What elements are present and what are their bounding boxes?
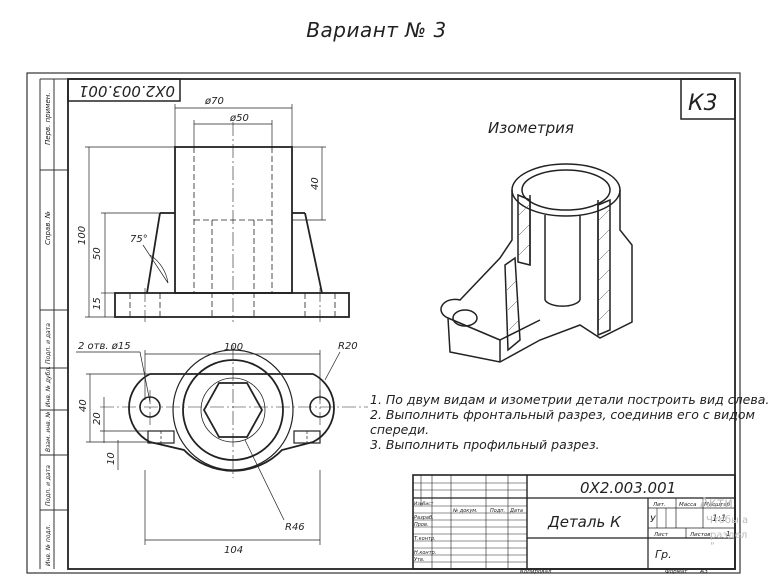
tb-format-value: А3 [699, 568, 708, 575]
stamp-sprav: Справ. № [44, 211, 52, 245]
dim-15-front: 15 [92, 297, 103, 310]
tb-sheet: Лист [653, 532, 669, 538]
tb-utv: Утв. [414, 557, 425, 563]
instructions: 1. По двум видам и изометрии детали пост… [370, 392, 769, 452]
tb-data: Дата [509, 508, 523, 514]
instruction-3: 3. Выполнить профильный разрез. [370, 437, 600, 452]
stamp-podp2: Подп. и дата [45, 465, 52, 506]
stamp-perv: Перв. примен. [44, 92, 52, 145]
tb-list: Лист [421, 501, 434, 507]
dim-100-front: 100 [77, 226, 88, 245]
isometric-hatch [506, 204, 610, 331]
tb-lit: Лит. [652, 502, 666, 508]
tb-razrab: Разраб. [414, 515, 434, 521]
corner-box [680, 78, 736, 120]
instruction-2: 2. Выполнить фронтальный разрез, соедини… [370, 407, 755, 422]
angle-75: 75° [130, 234, 148, 245]
instruction-2-cont: спереди. [370, 422, 430, 437]
tb-izm: Изм. [414, 501, 425, 507]
dim-10-top: 10 [106, 452, 117, 465]
title-block [412, 474, 736, 570]
tb-prov: Пров. [414, 522, 429, 528]
overlay-line-2: Чтобы а [706, 515, 749, 526]
code-box [67, 78, 181, 102]
variant-title: Вариант № 3 [306, 18, 447, 42]
dim-40-top: 40 [78, 399, 89, 412]
front-view [85, 104, 350, 322]
tb-designation: 0Х2.003.001 [580, 479, 676, 497]
tb-sheets-value: 1 [726, 530, 730, 538]
instruction-1: 1. По двум видам и изометрии детали пост… [370, 392, 769, 407]
dim-r20: R20 [338, 341, 358, 352]
code-rotated: 0Х2.003.001 [79, 82, 175, 100]
tb-group: Гр. [655, 548, 672, 561]
tb-sheets: Листов [689, 532, 711, 538]
dim-r46: R46 [285, 522, 305, 533]
dim-100-top: 100 [224, 342, 243, 353]
dim-20-top: 20 [92, 412, 103, 425]
isometric-view [440, 163, 633, 363]
dim-d70: ø70 [204, 96, 224, 107]
dim-104: 104 [224, 545, 243, 556]
tb-part-name: Деталь К [547, 513, 622, 531]
stamp-podl: Инв. № подл. [45, 525, 52, 566]
corner-label: К3 [688, 91, 718, 116]
drawing-sheet: Перв. примен. Справ. № Подп. и дата Инв.… [26, 72, 741, 575]
tb-scale: Масштаб [704, 502, 731, 508]
tb-tkontr: Т.контр. [414, 536, 436, 542]
outer-frame [26, 72, 741, 574]
tb-mass: Масса [679, 502, 697, 508]
tb-lit-value: У [650, 515, 656, 525]
dim-d50: ø50 [229, 113, 249, 124]
stamp-vzam: Взам. инв. № [45, 411, 52, 452]
tb-copied: Копировал [520, 569, 552, 575]
dim-50-front: 50 [92, 247, 103, 260]
overlay-line-3: раздел " [710, 530, 748, 552]
stamp-dubl: Инв. № дубл. [45, 366, 52, 407]
tb-podp: Подп. [490, 508, 505, 514]
isometric-label: Изометрия [488, 119, 574, 137]
dim-40-front: 40 [310, 177, 321, 190]
stamp-podp1: Подп. и дата [45, 323, 52, 364]
inner-frame [67, 78, 736, 570]
side-stamp [39, 78, 68, 569]
tb-dokum: № докум. [452, 508, 478, 514]
tb-scale-value: 1:1 [712, 514, 726, 524]
tb-nkontr: Н.контр. [414, 550, 436, 556]
holes-label: 2 отв. ø15 [78, 341, 131, 352]
overlay-line-1: Акти [700, 496, 733, 511]
tb-format: Формат [665, 569, 688, 575]
top-view [76, 345, 368, 545]
